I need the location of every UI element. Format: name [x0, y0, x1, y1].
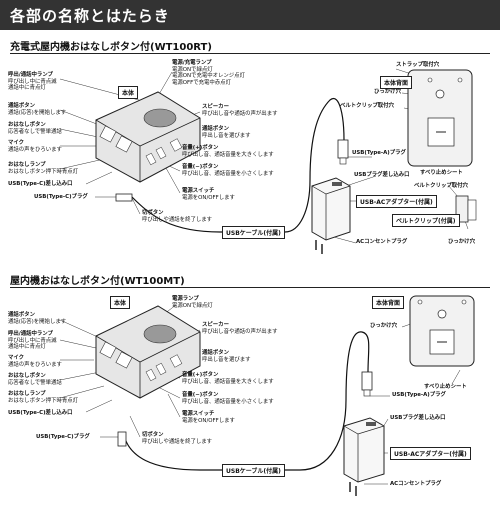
- ac-adapter-tag-mt: USB-ACアダプター(付属): [390, 447, 471, 460]
- label-usbc-port-mt: USB(Type-C)差し込み口: [8, 410, 73, 416]
- label-usbc-plug-mt: USB(Type-C)プラグ: [36, 434, 90, 440]
- label-vol-down-mt: 音量(−)ボタン呼び出し音、通話音量を小さくします: [182, 392, 274, 405]
- label-mic-rt: マイク通話の声をひろいます: [8, 140, 62, 153]
- label-vol-down-rt: 音量(−)ボタン呼び出し音、通話音量を小さくします: [182, 164, 274, 177]
- label-power-switch-rt: 電源スイッチ電源をON/OFFします: [182, 188, 235, 201]
- label-vol-up-mt: 音量(+)ボタン呼び出し音、通話音量を大きくします: [182, 372, 274, 385]
- label-slip-sheet-rt: すべり止めシート: [420, 170, 463, 176]
- ac-adapter-rt: [311, 177, 351, 254]
- label-ac-plug-mt: ACコンセントプラグ: [390, 481, 442, 487]
- section-rule: [10, 287, 490, 288]
- label-ac-plug-rt: ACコンセントプラグ: [356, 239, 408, 245]
- label-usba-plug-rt: USB(Type-A)プラグ: [352, 150, 406, 156]
- label-ohanashi-lamp-mt: おはなしランプおはなしボタン押下時青点灯: [8, 391, 79, 404]
- usb-cable-tag-rt: USBケーブル(付属): [222, 226, 285, 239]
- label-hook-hole-rt: ひっかけ穴: [374, 89, 401, 95]
- body-tag-rt: 本体: [118, 86, 139, 99]
- section-title-mt: 屋内機おはなしボタン付(WT100MT): [10, 276, 185, 287]
- label-ohanashi-lamp-rt: おはなしランプおはなしボタン押下時青点灯: [8, 162, 79, 175]
- usb-c-plug-rt: [115, 193, 133, 202]
- label-usba-plug-mt: USB(Type-A)プラグ: [392, 392, 446, 398]
- label-ohanashi-button-mt: おはなしボタン応答者なしで警単通話: [8, 373, 62, 386]
- label-belt-clip-hole2: ベルトクリップ取付穴: [414, 183, 468, 189]
- label-talk-button-mt: 通話ボタン通話(応答)を開始します: [8, 312, 67, 325]
- label-call-lamp-rt: 呼出/通話中ランプ呼び出し中に青点滅 通話中に青点灯: [8, 72, 57, 91]
- page-title: 各部の名称とはたらき: [10, 7, 170, 25]
- label-usbc-plug-rt: USB(Type-C)プラグ: [34, 194, 88, 200]
- label-select-button-mt: 通話ボタン呼出し音を選びます: [202, 350, 251, 363]
- label-hook-hole-mt: ひっかけ穴: [370, 323, 397, 329]
- label-speaker-rt: スピーカー呼び出し音や通話の声が出ます: [202, 104, 278, 117]
- page-header: 各部の名称とはたらき: [0, 0, 500, 30]
- section-rule: [10, 53, 490, 54]
- label-select-button-rt: 通話ボタン呼出し音を選びます: [202, 126, 251, 139]
- label-hook-hole-clip: ひっかけ穴: [448, 239, 475, 245]
- back-panel-mt: [409, 295, 475, 367]
- label-usb-port-mt: USBプラグ差し込み口: [390, 415, 446, 421]
- label-ohanashi-button-rt: おはなしボタン応答者なしで警単通話: [8, 122, 62, 135]
- label-end-button-mt: 切ボタン呼び出しや通話を終了します: [142, 432, 213, 445]
- label-slip-sheet-mt: すべり止めシート: [424, 384, 467, 390]
- label-belt-clip-hole-rt: ベルトクリップ取付穴: [340, 103, 394, 109]
- belt-clip-tag: ベルトクリップ(付属): [392, 214, 460, 227]
- label-call-lamp-mt: 呼出/通話中ランプ呼び出し中に青点滅 通話中に青点灯: [8, 331, 57, 350]
- label-end-button-rt: 切ボタン呼び出しや通話を終了します: [142, 210, 213, 223]
- back-tag-mt: 本体背面: [372, 296, 405, 309]
- device-rt: [95, 91, 201, 183]
- label-power-lamp-rt: 電源/充電ランプ電源ONで緑点灯 電源ONで充電中オレンジ点灯 電源OFFで充電…: [172, 60, 245, 86]
- label-talk-button-rt: 通話ボタン通話(応答)を開始します: [8, 103, 67, 116]
- label-speaker-mt: スピーカー呼び出し音や通話の声が出ます: [202, 322, 278, 335]
- body-tag-mt: 本体: [110, 296, 131, 309]
- label-mic-mt: マイク通話の声をひろいます: [8, 355, 62, 368]
- label-power-switch-mt: 電源スイッチ電源をON/OFFします: [182, 411, 235, 424]
- back-panel-rt: [407, 69, 473, 167]
- device-mt: [95, 305, 201, 399]
- usb-c-plug-mt: [117, 431, 127, 447]
- usb-cable-tag-mt: USBケーブル(付属): [222, 464, 285, 477]
- label-strap-hole: ストラップ取付穴: [396, 62, 440, 68]
- ac-adapter-mt: [343, 417, 385, 496]
- label-power-lamp-mt: 電源ランプ電源ONで緑点灯: [172, 296, 213, 309]
- label-usb-port-rt: USBプラグ差し込み口: [354, 172, 410, 178]
- usb-a-plug-rt: [337, 139, 349, 159]
- section-title-rt: 充電式屋内機おはなしボタン付(WT100RT): [10, 42, 212, 53]
- label-vol-up-rt: 音量(+)ボタン呼び出し音、通話音量を大きくします: [182, 145, 274, 158]
- ac-adapter-tag-rt: USB-ACアダプター(付属): [356, 195, 437, 208]
- usb-a-plug-mt: [361, 371, 373, 391]
- back-tag-rt: 本体背面: [380, 76, 413, 89]
- label-usbc-port-rt: USB(Type-C)差し込み口: [8, 181, 73, 187]
